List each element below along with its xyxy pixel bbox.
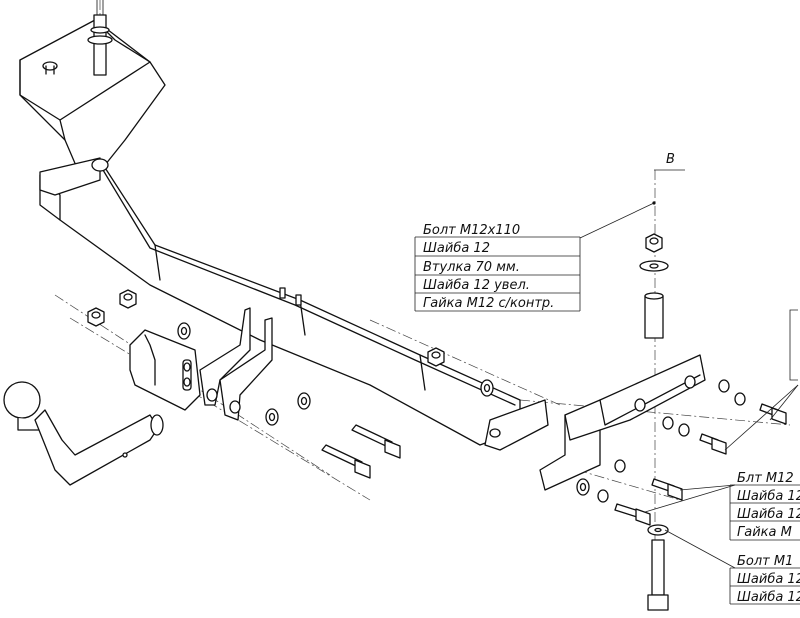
callout-2-line-2: Шайба 12 [737,489,800,504]
main-beam [39,157,549,451]
nut-icon [119,289,137,309]
callout-2-line-1: Блт М12 [737,471,794,486]
callout-1-line-3: Втулка 70 мм. [423,260,520,275]
bolt-icon [759,403,787,425]
left-fasteners [87,289,494,479]
callout-3-line-3: Шайба 12 [737,590,800,605]
left-side-plates [129,307,273,421]
view-label: B [666,152,675,167]
nut-icon [427,347,445,367]
bolt-icon [651,478,683,501]
washer-icon [734,392,746,406]
nut-icon [645,233,663,253]
bolt-icon [647,539,669,611]
callout-table-2: Блт М12 Шайба 12 Шайба 12 Гайка М [729,471,800,541]
right-side-brackets [539,354,706,491]
washer-icon [177,322,191,340]
upper-bracket [19,0,166,176]
washer-icon [639,260,669,272]
bolt-icon [699,433,727,455]
washer-icon [576,478,590,496]
tow-ball-icon [3,381,164,486]
callout-table-1: Болт М12х110 Шайба 12 Втулка 70 мм. Шайб… [414,223,581,312]
washer-icon [718,379,730,393]
nut-icon [87,307,105,327]
callout-2-line-3: Шайба 12 [737,507,800,522]
callout-1-line-1: Болт М12х110 [423,223,520,238]
callout-1-line-2: Шайба 12 [423,241,490,256]
sleeve-icon [644,292,664,339]
callout-1-line-5: Гайка М12 с/контр. [423,296,554,311]
bolt-icon [321,444,371,479]
callout-1-line-4: Шайба 12 увел. [423,278,530,293]
bolt-icon [614,503,651,526]
right-fasteners [576,233,787,611]
bolt-icon [351,424,401,459]
washer-icon [678,423,690,437]
leader-lines [579,169,799,569]
washer-icon [597,489,609,503]
washer-icon [662,416,674,430]
washer-icon [297,392,311,410]
callout-3-line-2: Шайба 12 [737,572,800,587]
callout-table-3: Болт М1 Шайба 12 Шайба 12 [729,554,800,605]
callout-2-line-4: Гайка М [737,525,792,540]
callout-3-line-1: Болт М1 [737,554,793,569]
washer-icon [647,524,669,536]
washer-icon [480,379,494,397]
washer-icon [265,408,279,426]
